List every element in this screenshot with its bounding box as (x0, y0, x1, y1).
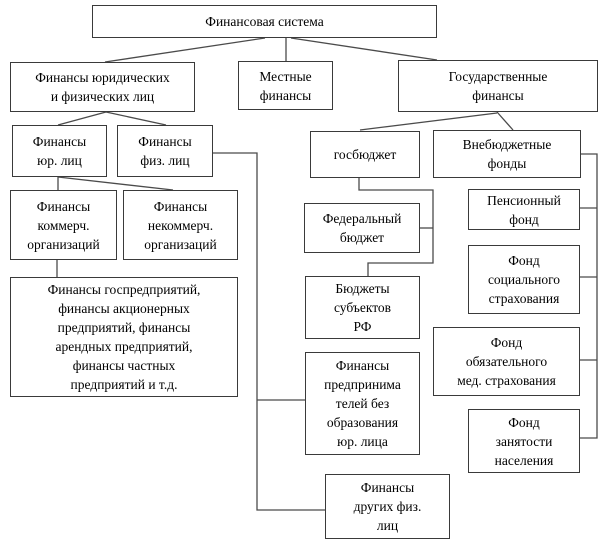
node-medical-insurance-fund: Фонд обязательного мед. страхования (433, 327, 580, 396)
node-state-budget: госбюджет (310, 131, 420, 178)
node-finances-individuals: Финансы физ. лиц (117, 125, 213, 177)
connector-state-to-budget (359, 112, 498, 131)
connector-legal-to-noncommercial (57, 176, 174, 191)
node-financial-system: Финансовая система (92, 5, 437, 38)
node-state-finances: Государственные финансы (398, 60, 598, 112)
connector-offbudget-bus (580, 153, 598, 439)
node-enterprise-finances: Финансы госпредприятий, финансы акционер… (10, 277, 238, 397)
node-finances-legal-entities: Финансы юр. лиц (12, 125, 107, 177)
connector-legind-to-individuals (105, 111, 167, 126)
node-commercial-organizations: Финансы коммерч. организаций (10, 190, 117, 260)
connector-legind-to-legal (57, 111, 107, 126)
node-pension-fund: Пенсионный фонд (468, 189, 580, 230)
node-entrepreneur-finances: Финансы предпринима телей без образовани… (305, 352, 420, 455)
connector-budget-chain (358, 178, 434, 276)
connector-root-to-state (290, 37, 438, 61)
node-noncommercial-organizations: Финансы некоммерч. организаций (123, 190, 238, 260)
node-other-individuals-finances: Финансы других физ. лиц (325, 474, 450, 539)
connector-individuals-bus (213, 152, 325, 511)
node-offbudget-funds: Внебюджетные фонды (433, 130, 581, 178)
connector-state-to-offbudget (496, 111, 514, 131)
node-employment-fund: Фонд занятости населения (468, 409, 580, 473)
node-finances-legal-and-individuals: Финансы юридических и физических лиц (10, 62, 195, 112)
node-rf-subject-budgets: Бюджеты субъектов РФ (305, 276, 420, 339)
node-federal-budget: Федеральный бюджет (304, 203, 420, 253)
node-social-insurance-fund: Фонд социального страхования (468, 245, 580, 314)
connector-root-to-legal-individuals (104, 37, 266, 63)
node-local-finances: Местные финансы (238, 61, 333, 110)
